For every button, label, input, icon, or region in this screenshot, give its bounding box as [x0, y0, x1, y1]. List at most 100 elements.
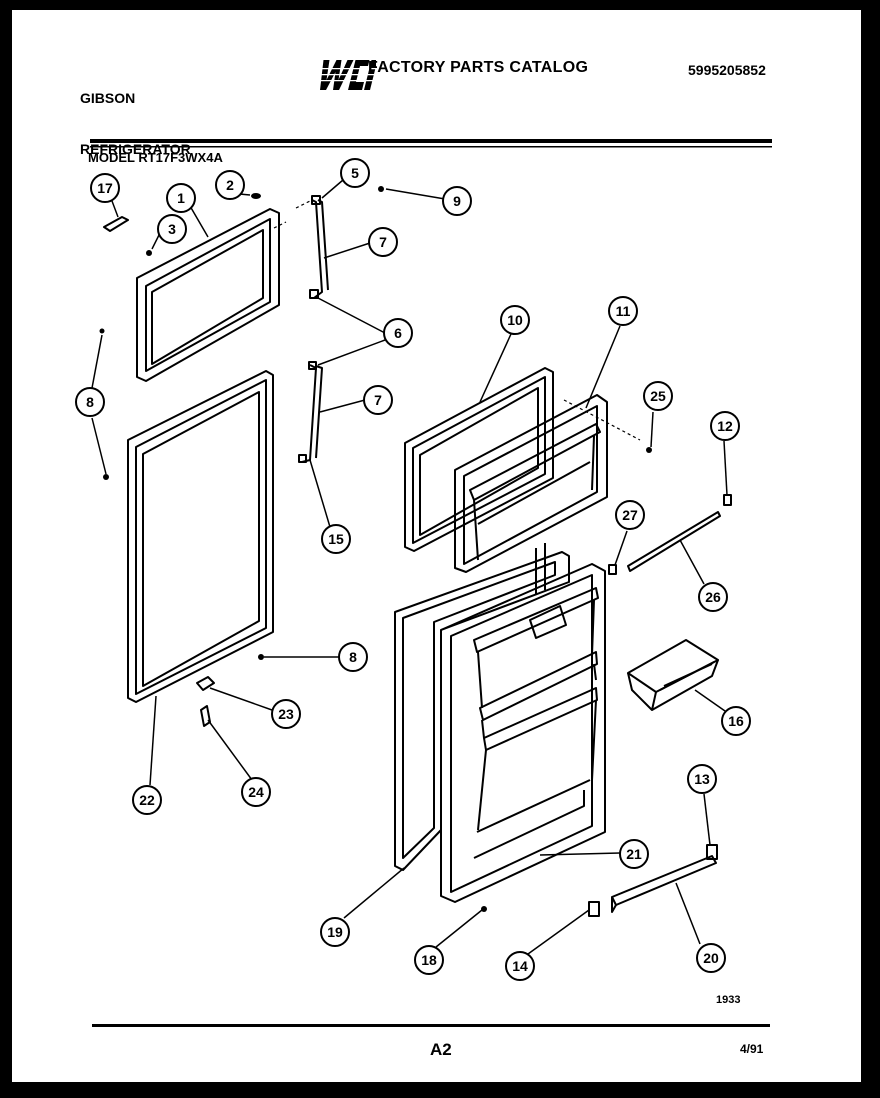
callout-circle — [615, 500, 645, 530]
callout-number: 10 — [507, 312, 523, 328]
callout-circle — [414, 945, 444, 975]
callout-number: 2 — [226, 177, 234, 193]
freezer-inner-panel — [404, 367, 554, 552]
page-code: A2 — [430, 1040, 452, 1059]
callout-21: 21 — [619, 839, 649, 869]
callout-number: 15 — [328, 531, 344, 547]
callout-circle — [442, 186, 472, 216]
screw-8-top — [99, 328, 105, 334]
callout-number: 17 — [97, 180, 113, 196]
callout-circle — [505, 951, 535, 981]
callout-2: 2 — [215, 170, 245, 200]
callout-circle — [166, 183, 196, 213]
catalog-sheet — [12, 10, 861, 1082]
brand-block: GIBSON REFRIGERATOR — [80, 56, 191, 175]
callout-26: 26 — [698, 582, 728, 612]
catalog-part-number: 5995205852 — [688, 62, 766, 78]
brand-name: GIBSON — [80, 90, 136, 106]
callout-10: 10 — [500, 305, 530, 335]
callout-number: 26 — [705, 589, 721, 605]
callout-27: 27 — [615, 500, 645, 530]
callout-12: 12 — [710, 411, 740, 441]
callout-number: 1 — [177, 190, 185, 206]
drawing-code: 1933 — [716, 994, 741, 1006]
callout-5: 5 — [340, 158, 370, 188]
screw-25 — [646, 447, 652, 453]
upper-door-stop — [309, 195, 329, 299]
footer-rule — [92, 1024, 770, 1027]
callout-number: 5 — [351, 165, 359, 181]
wci-logo — [318, 60, 376, 90]
callout-number: 3 — [168, 221, 176, 237]
callout-18: 18 — [414, 945, 444, 975]
callout-circle — [500, 305, 530, 335]
callout-number: 13 — [694, 771, 710, 787]
callout-circle — [340, 158, 370, 188]
callout-circle — [157, 214, 187, 244]
callout-number: 12 — [717, 418, 733, 434]
bottom-trim-strip — [611, 855, 717, 913]
product-type: REFRIGERATOR — [80, 141, 191, 157]
callout-circle — [321, 524, 351, 554]
callout-number: 9 — [453, 193, 461, 209]
callout-number: 19 — [327, 924, 343, 940]
freezer-door-liner — [454, 394, 608, 595]
screw-18 — [481, 906, 487, 912]
callout-circle — [698, 582, 728, 612]
callout-6: 6 — [383, 318, 413, 348]
fresh-food-inner-panel — [394, 551, 570, 871]
callout-9: 9 — [442, 186, 472, 216]
screw-8-mid — [258, 654, 264, 660]
callout-circle — [90, 173, 120, 203]
callout-number: 7 — [379, 234, 387, 250]
callout-7a: 7 — [368, 227, 398, 257]
callout-23: 23 — [271, 699, 301, 729]
callout-22: 22 — [132, 785, 162, 815]
callout-20: 20 — [696, 943, 726, 973]
callout-circle — [608, 296, 638, 326]
callout-number: 7 — [374, 392, 382, 408]
callout-circle — [368, 227, 398, 257]
cap-13 — [706, 844, 718, 860]
lower-door-stop — [298, 361, 323, 463]
callout-3: 3 — [157, 214, 187, 244]
fresh-food-door-liner — [440, 563, 606, 903]
door-bin — [627, 639, 719, 711]
callout-circle — [363, 385, 393, 415]
callout-circle — [643, 381, 673, 411]
model-number: MODEL RT17F3WX4A — [88, 150, 223, 165]
callout-circle — [75, 387, 105, 417]
hinge-23 — [196, 676, 215, 691]
header-rule-thin — [90, 146, 772, 148]
date-code: 4/91 — [740, 1042, 764, 1056]
callout-circle — [710, 411, 740, 441]
callout-number: 14 — [512, 958, 528, 974]
callout-circle — [721, 706, 751, 736]
screw-3 — [146, 250, 152, 256]
cap-14 — [588, 901, 600, 917]
callout-circle — [132, 785, 162, 815]
fresh-food-door-gasket — [127, 370, 274, 703]
callout-number: 16 — [728, 713, 744, 729]
callout-1: 1 — [166, 183, 196, 213]
callout-circle — [338, 642, 368, 672]
callout-24: 24 — [241, 777, 271, 807]
callout-circle — [687, 764, 717, 794]
callout-7b: 7 — [363, 385, 393, 415]
catalog-title: FACTORY PARTS CATALOG — [368, 59, 589, 76]
screw-2 — [251, 193, 261, 199]
callout-14: 14 — [505, 951, 535, 981]
callout-number: 22 — [139, 792, 155, 808]
callout-circle — [271, 699, 301, 729]
callout-number: 8 — [349, 649, 357, 665]
plug-27 — [608, 564, 617, 575]
screw-8-bottom — [103, 474, 109, 480]
callout-circle — [241, 777, 271, 807]
callout-8a: 8 — [75, 387, 105, 417]
callout-15: 15 — [321, 524, 351, 554]
callout-number: 23 — [278, 706, 294, 722]
callout-17: 17 — [90, 173, 120, 203]
callout-number: 6 — [394, 325, 402, 341]
handle-rod — [627, 511, 721, 572]
